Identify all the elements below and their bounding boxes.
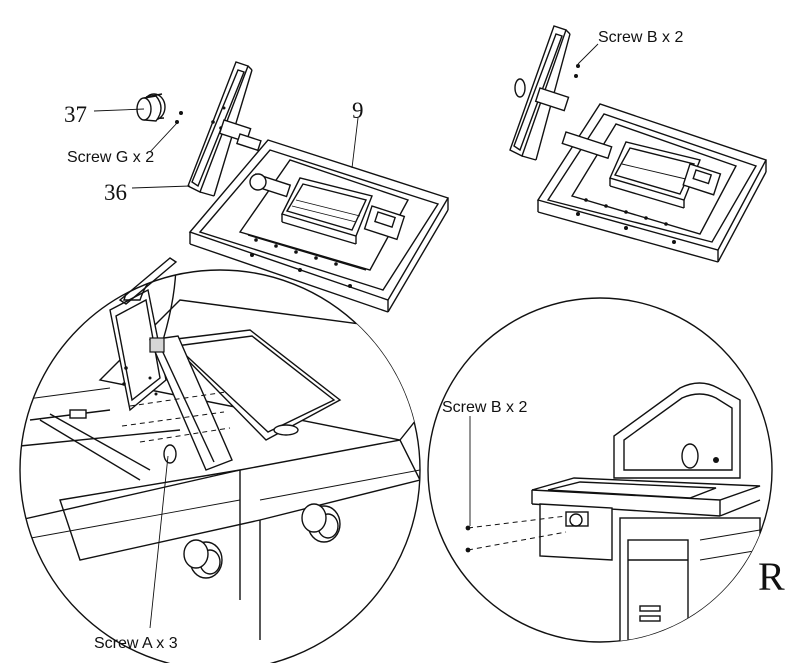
leader-37 <box>93 108 145 112</box>
label-screw-a: Screw A x 3 <box>94 635 178 652</box>
screw-b-detail-marks <box>465 525 471 553</box>
label-part-9: 9 <box>352 98 364 123</box>
leader-screw-b-top <box>577 43 599 65</box>
leader-36 <box>131 185 191 189</box>
label-part-37: 37 <box>64 102 87 127</box>
shelf-rail-holes-left <box>250 238 352 288</box>
label-screw-b-top: Screw B x 2 <box>598 29 683 46</box>
label-part-36: 36 <box>104 180 127 205</box>
knob-37 <box>136 93 166 122</box>
leader-screw-g <box>149 122 178 153</box>
label-side-r: R <box>758 554 785 599</box>
screw-b-top-marks <box>574 64 580 78</box>
side-burner-cover-left <box>281 177 373 245</box>
control-knob-1 <box>183 539 223 579</box>
control-knob-2 <box>301 503 341 543</box>
label-screw-g: Screw G x 2 <box>67 149 154 166</box>
leader-screw-a <box>149 455 169 629</box>
detail-circle-right-border <box>427 297 773 643</box>
bracket-right <box>509 25 571 161</box>
leader-9 <box>351 117 359 169</box>
label-screw-b-detail: Screw B x 2 <box>442 399 527 416</box>
side-shelf-right-assembly <box>509 25 768 263</box>
side-burner-valve-left <box>249 173 406 241</box>
detail-circle-right <box>427 297 773 643</box>
side-burner-cover-right <box>609 141 701 209</box>
detail-circle-left <box>19 257 421 663</box>
screw-g-marks <box>175 111 183 124</box>
side-shelf-left-assembly <box>93 61 450 313</box>
bracket-36 <box>187 61 262 197</box>
